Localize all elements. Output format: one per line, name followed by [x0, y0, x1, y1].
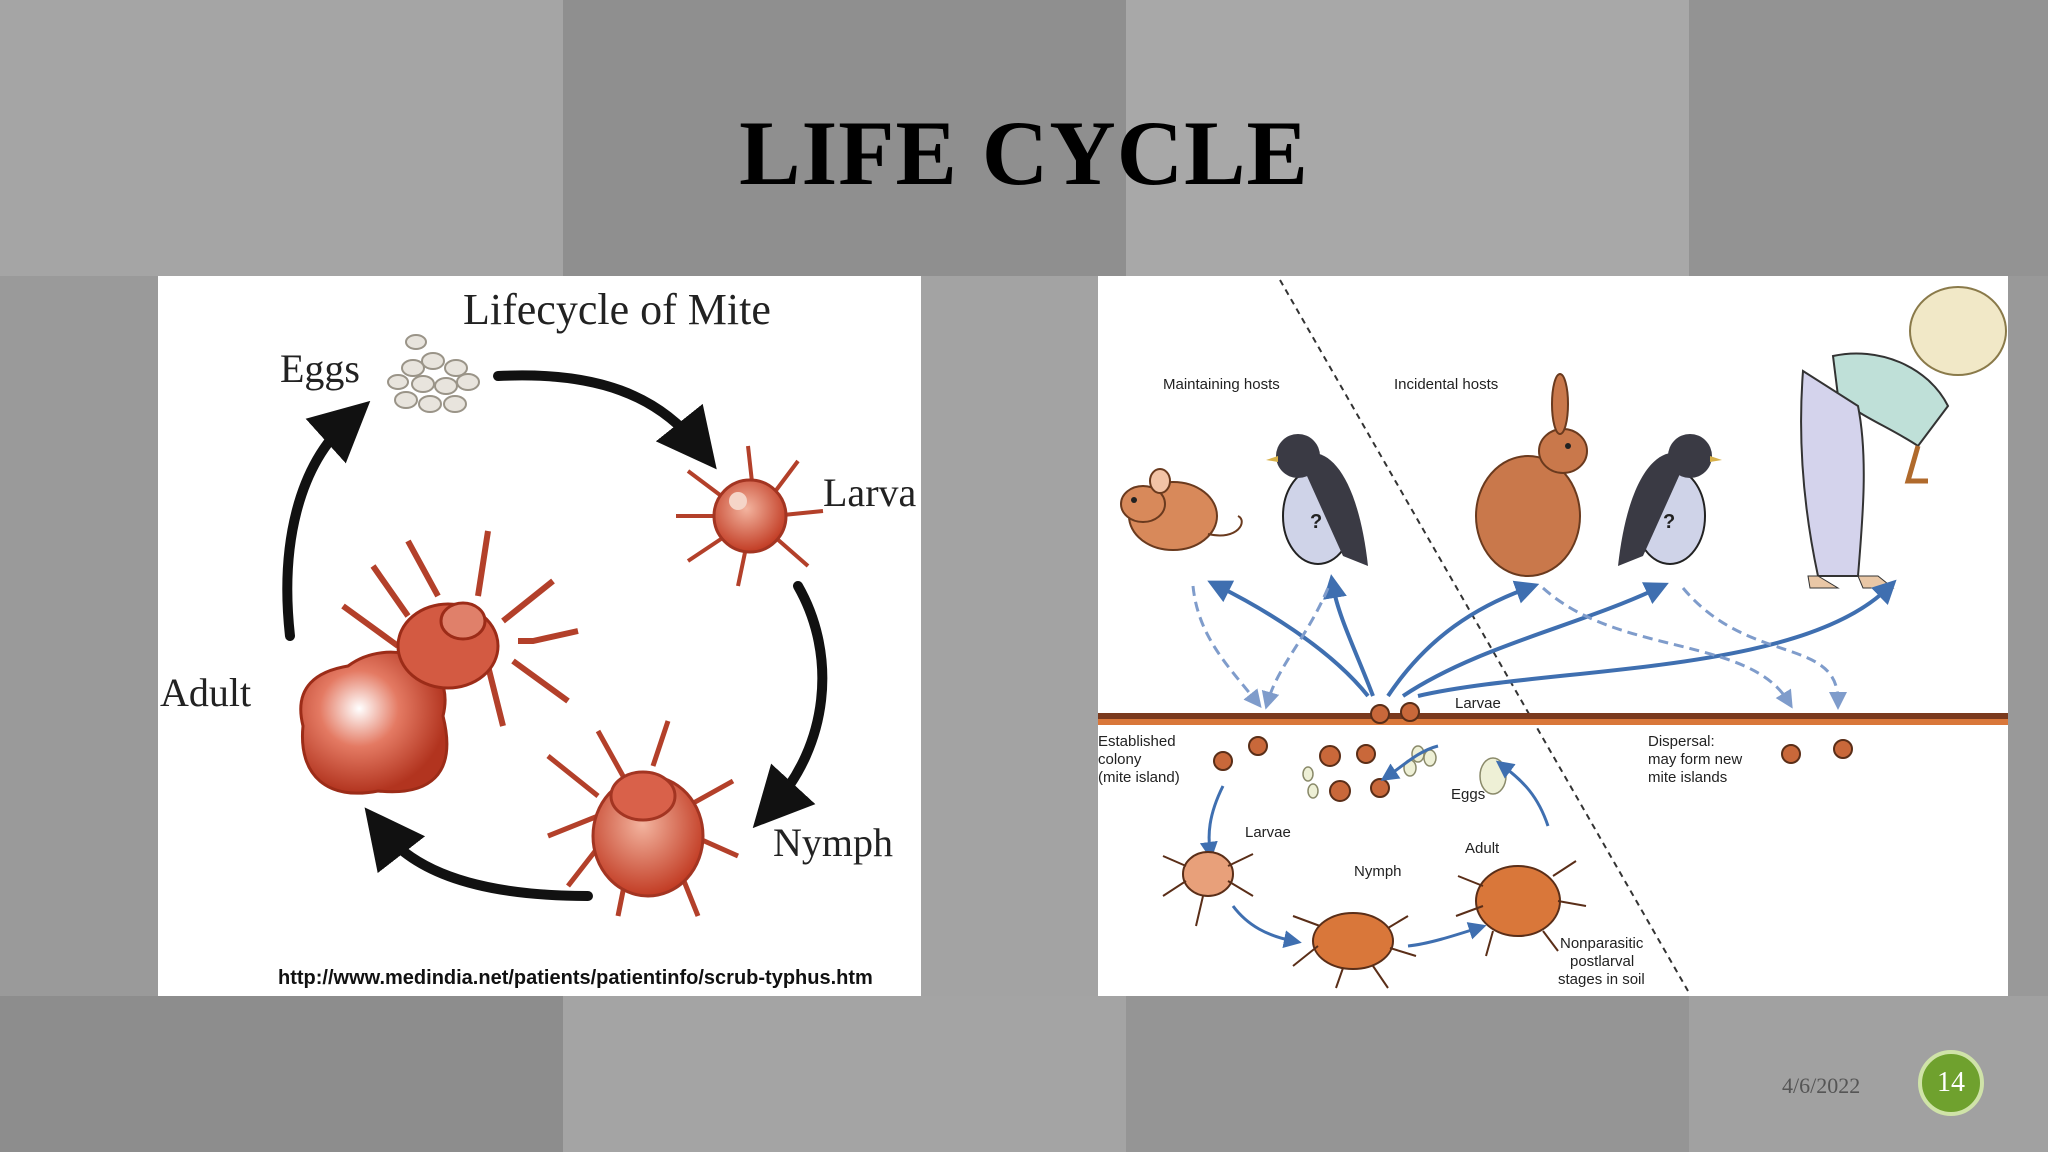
host-transmission-diagram: Maintaining hosts Incidental hosts ? [1098, 276, 2008, 996]
adult-mite [299, 530, 579, 795]
larvae-bottom-label: Larvae [1245, 824, 1291, 841]
larva-mite [676, 445, 824, 587]
mouse-host [1120, 468, 1243, 551]
soil-cycle-arrows [1199, 744, 1550, 949]
dispersal-line1: Dispersal: [1648, 733, 1715, 750]
surface-larvae [1370, 702, 1853, 764]
slide-title: LIFE CYCLE [739, 102, 1309, 204]
soil-adult [1455, 860, 1587, 957]
soil-larva [1162, 851, 1254, 927]
colony-mites [1213, 736, 1390, 802]
bird-question-left: ? [1310, 511, 1322, 533]
incidental-hosts-label: Incidental hosts [1394, 376, 1498, 393]
eggs-cluster [387, 334, 480, 413]
nonparasitic-line2: postlarval [1570, 953, 1634, 970]
larvae-top-label: Larvae [1455, 695, 1501, 712]
dispersal-line3: mite islands [1648, 769, 1727, 786]
dropoff-arrows [1191, 585, 1847, 710]
established-colony-line1: Established [1098, 733, 1176, 750]
dispersal-line2: may form new [1648, 751, 1742, 768]
nymph-label: Nymph [773, 820, 893, 865]
host-divider-line [1279, 279, 1689, 992]
bird-host-left: ? [1266, 434, 1368, 566]
eggs-label-right: Eggs [1451, 786, 1485, 803]
nymph-mite [546, 720, 740, 917]
eggs-label: Eggs [280, 346, 360, 391]
human-host [1800, 286, 2007, 589]
nonparasitic-line1: Nonparasitic [1560, 935, 1644, 952]
soil-nymph [1292, 912, 1417, 989]
bird-question-right: ? [1663, 511, 1675, 533]
page-number: 14 [1937, 1067, 1965, 1098]
larvae-host-arrows [1207, 574, 1897, 698]
adult-label-right: Adult [1465, 840, 1500, 857]
established-colony-line2: colony [1098, 751, 1142, 768]
ground-surface [1098, 713, 2008, 719]
mite-lifecycle-figure: Lifecycle of Mite Eggs Larva Nymph [158, 276, 921, 996]
rabbit-host [1475, 373, 1588, 577]
nymph-label-right: Nymph [1354, 863, 1402, 880]
cycle-arrows [282, 370, 828, 901]
lifecycle-title: Lifecycle of Mite [463, 285, 771, 334]
page-number-badge: 14 [1918, 1050, 1984, 1116]
slide-date: 4/6/2022 [1782, 1073, 1861, 1098]
bird-host-right: ? [1618, 434, 1722, 566]
established-colony-line3: (mite island) [1098, 769, 1180, 786]
nonparasitic-line3: stages in soil [1558, 971, 1645, 988]
adult-label: Adult [160, 670, 251, 715]
source-url: http://www.medindia.net/patients/patient… [278, 967, 873, 989]
maintaining-hosts-label: Maintaining hosts [1163, 376, 1280, 393]
larva-label: Larva [823, 470, 917, 515]
